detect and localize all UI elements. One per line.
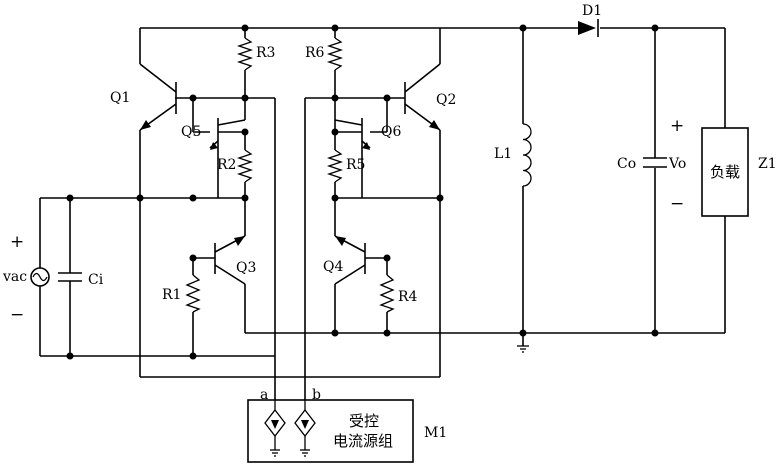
label-a: a [260,387,268,403]
output-plus-sign: + [670,116,684,136]
output-minus-sign: − [670,194,684,214]
resistor-r1 [187,275,199,312]
ground-symbol [517,346,529,352]
ac-source-vac [31,268,49,286]
wires [40,28,725,400]
label-q6: Q6 [381,124,401,140]
source-plus-sign: + [10,232,24,252]
label-vac: vac [2,269,27,285]
resistor-r4 [381,275,393,312]
label-co: Co [617,156,636,172]
transistor-q2 [405,64,440,130]
diode-d1 [578,19,598,37]
capacitor-ci [58,273,82,281]
label-m1: M1 [424,425,447,441]
label-q5: Q5 [181,124,201,140]
resistor-r6 [329,38,341,70]
label-q3: Q3 [236,260,256,276]
capacitor-co [643,158,667,167]
label-r2: R2 [217,157,236,173]
label-m1-line2: 电流源组 [333,432,393,450]
component-labels: D1 Q1 Q2 Q3 Q4 Q5 Q6 R1 R2 R3 R4 R5 R6 L… [2,3,777,450]
label-r5: R5 [346,157,365,173]
label-vo: Vo [668,156,686,172]
label-r3: R3 [256,45,275,61]
label-b: b [312,387,321,403]
label-r6: R6 [305,45,325,61]
resistor-r3 [239,38,251,70]
label-q1: Q1 [110,90,130,106]
label-r1: R1 [162,287,181,303]
label-q2: Q2 [436,92,456,108]
label-q4: Q4 [323,259,343,275]
label-z1: Z1 [758,156,777,172]
source-minus-sign: − [10,305,24,325]
resistor-r5 [329,150,341,182]
label-l1: L1 [494,146,512,162]
label-ci: Ci [88,272,104,288]
current-source-group-m1 [248,400,413,462]
label-r4: R4 [398,289,418,305]
resistor-r2 [239,150,251,182]
label-d1: D1 [582,3,602,19]
label-m1-line1: 受控 [349,412,379,430]
label-load: 负载 [710,163,740,181]
inductor-l1 [523,124,531,186]
transistor-q5 [210,118,245,150]
transistor-q6 [335,118,370,150]
transistor-q1 [140,64,176,130]
